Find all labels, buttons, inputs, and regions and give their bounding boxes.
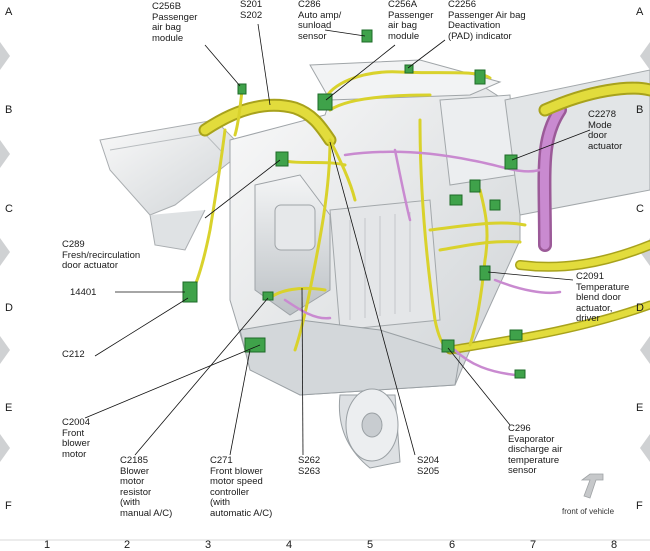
label-c2091: C2091 Temperature blend door actuator, d… bbox=[576, 271, 630, 324]
connectors bbox=[182, 29, 526, 379]
grid-row-label: B bbox=[5, 104, 13, 116]
connector-c256b bbox=[237, 83, 247, 95]
label-c2278: C2278 Mode door actuator bbox=[588, 109, 623, 152]
grid-row-label: F bbox=[5, 500, 12, 512]
grid-col-label: 5 bbox=[367, 539, 374, 551]
label-c296: C296 Evaporator discharge air temperatur… bbox=[508, 423, 563, 476]
label-c286: C286 Auto amp/ sunload sensor bbox=[298, 0, 342, 42]
label-c2256: C2256 Passenger Air bag Deactivation (PA… bbox=[448, 0, 526, 42]
grid-row-label: B bbox=[636, 104, 644, 116]
connector-14401 bbox=[182, 281, 198, 303]
grid-row-label: A bbox=[636, 6, 644, 18]
connector-misc-6 bbox=[474, 69, 486, 85]
connector-c2004 bbox=[244, 337, 266, 353]
label-c212: C212 bbox=[62, 349, 85, 360]
label-c2004: C2004 Front blower motor bbox=[62, 417, 90, 460]
front-of-vehicle-label: front of vehicle bbox=[562, 507, 615, 516]
connector-c289 bbox=[275, 151, 289, 167]
front-of-vehicle-arrow-icon bbox=[580, 473, 604, 499]
label-c271: C271 Front blower motor speed controller… bbox=[210, 455, 273, 519]
grid-frame bbox=[0, 42, 650, 541]
label-14401: 14401 bbox=[70, 287, 97, 298]
grid-col-label: 1 bbox=[44, 539, 51, 551]
connector-c296 bbox=[441, 339, 455, 353]
grid-row-label: E bbox=[5, 402, 13, 414]
label-c289: C289 Fresh/recirculation door actuator bbox=[62, 239, 141, 271]
grid-col-label: 2 bbox=[124, 539, 131, 551]
connector-c2091 bbox=[479, 265, 491, 281]
connector-misc-2 bbox=[469, 179, 481, 193]
label-c256b: C256B Passenger air bag module bbox=[152, 1, 198, 44]
yellow-wires bbox=[191, 70, 527, 352]
pink-wires bbox=[283, 148, 562, 377]
connector-c286 bbox=[361, 29, 373, 43]
label-s201-s202: S201 S202 bbox=[240, 0, 263, 21]
connector-c2256 bbox=[404, 64, 414, 74]
label-s262-s263: S262 S263 bbox=[298, 455, 321, 477]
grid-col-label: 7 bbox=[530, 539, 537, 551]
grid-col-label: 3 bbox=[205, 539, 212, 551]
grid-row-label: A bbox=[5, 6, 13, 18]
label-c2185: C2185 Blower motor resistor (with manual… bbox=[120, 455, 173, 519]
grid-row-label: D bbox=[636, 302, 644, 314]
connector-misc-4 bbox=[509, 329, 523, 341]
label-s204-s205: S204 S205 bbox=[417, 455, 440, 477]
connector-misc-1 bbox=[449, 194, 463, 206]
grid-row-label: D bbox=[5, 302, 13, 314]
connector-misc-3 bbox=[489, 199, 501, 211]
grid-row-label: E bbox=[636, 402, 644, 414]
wiring-harness bbox=[198, 81, 650, 355]
connector-misc-5 bbox=[514, 369, 526, 379]
grid-col-label: 4 bbox=[286, 539, 293, 551]
grid-col-label: 8 bbox=[611, 539, 618, 551]
connector-c2185 bbox=[262, 291, 274, 301]
label-c256a: C256A Passenger air bag module bbox=[388, 0, 434, 42]
blower-housing bbox=[338, 388, 401, 469]
grid-row-label: F bbox=[636, 500, 643, 512]
grid-row-label: C bbox=[5, 203, 13, 215]
leader-lines bbox=[84, 23, 591, 456]
grid-col-label: 6 bbox=[449, 539, 456, 551]
grid-row-label: C bbox=[636, 203, 644, 215]
connector-c2278 bbox=[504, 154, 518, 170]
